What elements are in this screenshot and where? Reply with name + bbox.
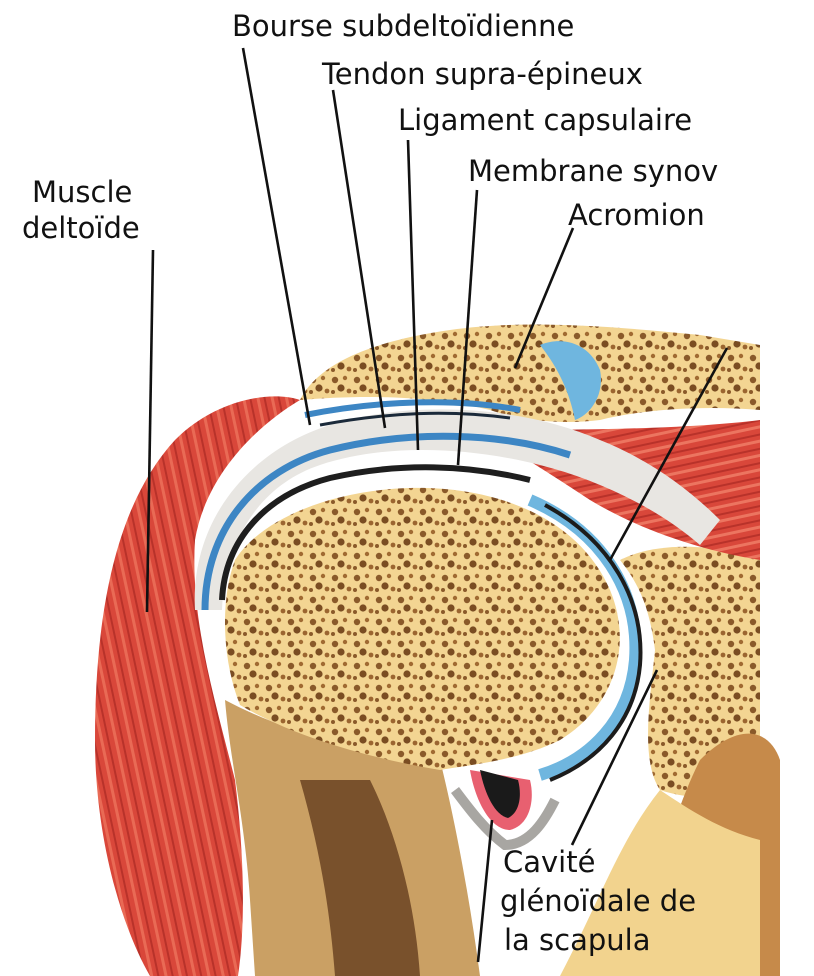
label-ligament-capsulaire: Ligament capsulaire [398, 103, 692, 137]
label-cavite-glenoidale-line3: la scapula [504, 923, 651, 957]
label-tendon-supra-epineux: Tendon supra-épineux [321, 57, 643, 91]
label-muscle-deltoide-line1: Muscle [32, 175, 132, 209]
leader-cavite-3 [478, 820, 492, 962]
label-muscle-deltoide-line2: deltoïde [22, 211, 140, 245]
label-bourse-subdeltoidienne: Bourse subdeltoïdienne [232, 9, 574, 43]
label-cavite-glenoidale-line2: glénoïdale de [500, 884, 696, 918]
label-acromion: Acromion [568, 198, 705, 232]
leader-bourse [243, 48, 310, 425]
label-membrane-synoviale: Membrane synov [468, 154, 718, 188]
inferior-recess [455, 770, 555, 845]
label-cavite-glenoidale-line1: Cavité [503, 845, 595, 879]
